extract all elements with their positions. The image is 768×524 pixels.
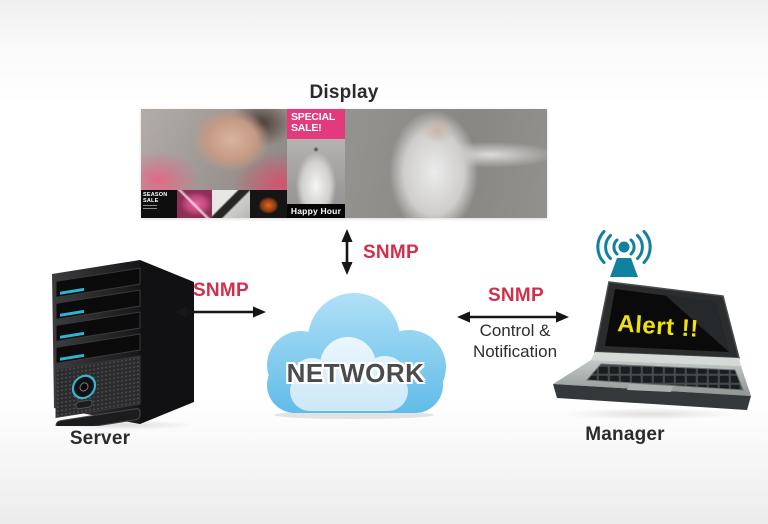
banner-subtext-bars [143,204,177,209]
double-arrow-manager-icon [457,311,569,323]
laptop-shadow [560,408,740,420]
season-sale-text: SEASON SALE [143,192,168,205]
laptop-front-edge [553,384,751,410]
thumbnail-strip: SEASON SALE [141,190,287,218]
signage-screen-middle: SPECIAL SALE! Happy Hour [287,109,345,218]
snmp-label-display: SNMP [362,242,420,263]
double-arrow-vertical-icon [341,229,353,275]
signage-screen-right [345,109,547,218]
snmp-label-manager: SNMP [487,285,545,306]
server-front-details [55,267,141,426]
notification-line: Notification [472,342,558,361]
manager-laptop-icon [553,281,751,410]
server-side-panel [140,260,194,424]
dancer-thumbnail [287,139,345,204]
signal-waves [596,230,652,264]
hat-thumbnail [212,190,250,218]
special-sale-banner: SPECIAL SALE! [287,109,345,139]
handbag-thumbnail [250,190,287,218]
laptop-touchpad [627,384,673,392]
server-tower-icon [52,260,194,426]
happy-hour-banner: Happy Hour [287,204,345,218]
laptop-hinge [591,352,741,366]
network-label: NETWORK [286,358,425,388]
double-arrow-server-icon [174,306,266,318]
control-line: Control & [479,321,551,340]
screen-glare [665,295,729,352]
server-shadow [55,420,195,430]
shoe-thumbnail [177,190,212,218]
network-cloud-icon [267,293,446,419]
wireless-antenna-icon [596,230,652,277]
fashion-model-photo [141,109,287,190]
snmp-label-server: SNMP [192,280,250,301]
season-sale-banner: SEASON SALE [141,190,177,218]
display-collage: SEASON SALE SPECIAL SALE! Happy Hour [141,109,547,218]
server-label: Server [69,428,131,449]
laptop-keyboard [585,363,744,391]
cloud-inner-shape [290,337,408,411]
control-notification-label: Control & Notification [452,320,578,362]
display-label: Display [309,82,379,103]
manager-label: Manager [585,424,665,445]
signage-screen-left: SEASON SALE [141,109,287,218]
